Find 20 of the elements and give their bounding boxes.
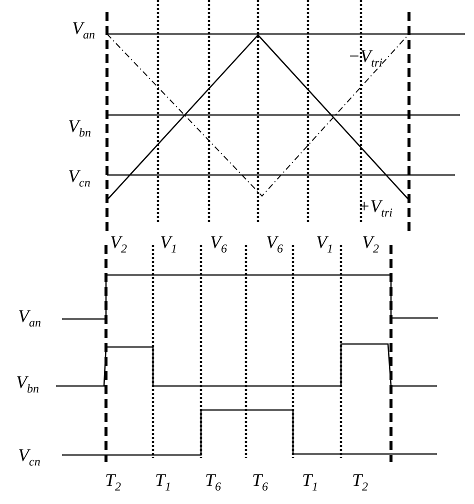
- signal-label: V$_{6}$: [266, 232, 283, 258]
- signal-label: V$_{2}$: [110, 232, 127, 258]
- signal-label: T$_{2}$: [352, 470, 368, 496]
- signal-label: V$_{1}$: [160, 232, 177, 258]
- signal-label: V$_{cn}$: [18, 445, 40, 471]
- signal-label: T$_{1}$: [302, 470, 318, 496]
- signal-label: V$_{an}$: [18, 306, 41, 332]
- signal-label: V$_{6}$: [210, 232, 227, 258]
- signal-label: V$_{bn}$: [16, 372, 39, 398]
- signal-label: T$_{1}$: [155, 470, 172, 496]
- signal-label: V$_{2}$: [362, 232, 379, 258]
- signal-label: V$_{cn}$: [68, 166, 90, 192]
- signal-label: T$_{6}$: [252, 470, 268, 496]
- signal-label: −V$_{tri}$: [348, 46, 382, 72]
- signal-label: T$_{6}$: [205, 470, 222, 496]
- signal-label: V$_{bn}$: [68, 116, 91, 142]
- signal-label: V$_{1}$: [316, 232, 333, 258]
- signal-label: V$_{an}$: [72, 18, 95, 44]
- signal-label: T$_{2}$: [105, 470, 122, 496]
- signal-label: +V$_{tri}$: [358, 196, 392, 222]
